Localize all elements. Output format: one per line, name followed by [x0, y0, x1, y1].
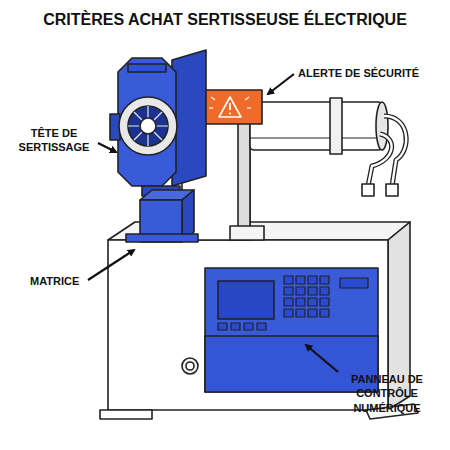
callout-label: ALERTE DE SÉCURITÉ: [298, 66, 443, 80]
callout-label: PANNEAU DE CONTRÔLE NUMÉRIQUE: [342, 372, 432, 415]
page-title: CRITÈRES ACHAT SERTISSEUSE ÉLECTRIQUE: [7, 10, 443, 31]
callout-label: MATRICE: [30, 274, 90, 288]
leader-arrows: [88, 74, 338, 372]
callout-label: TÊTE DE SERTISSAGE: [12, 126, 96, 155]
